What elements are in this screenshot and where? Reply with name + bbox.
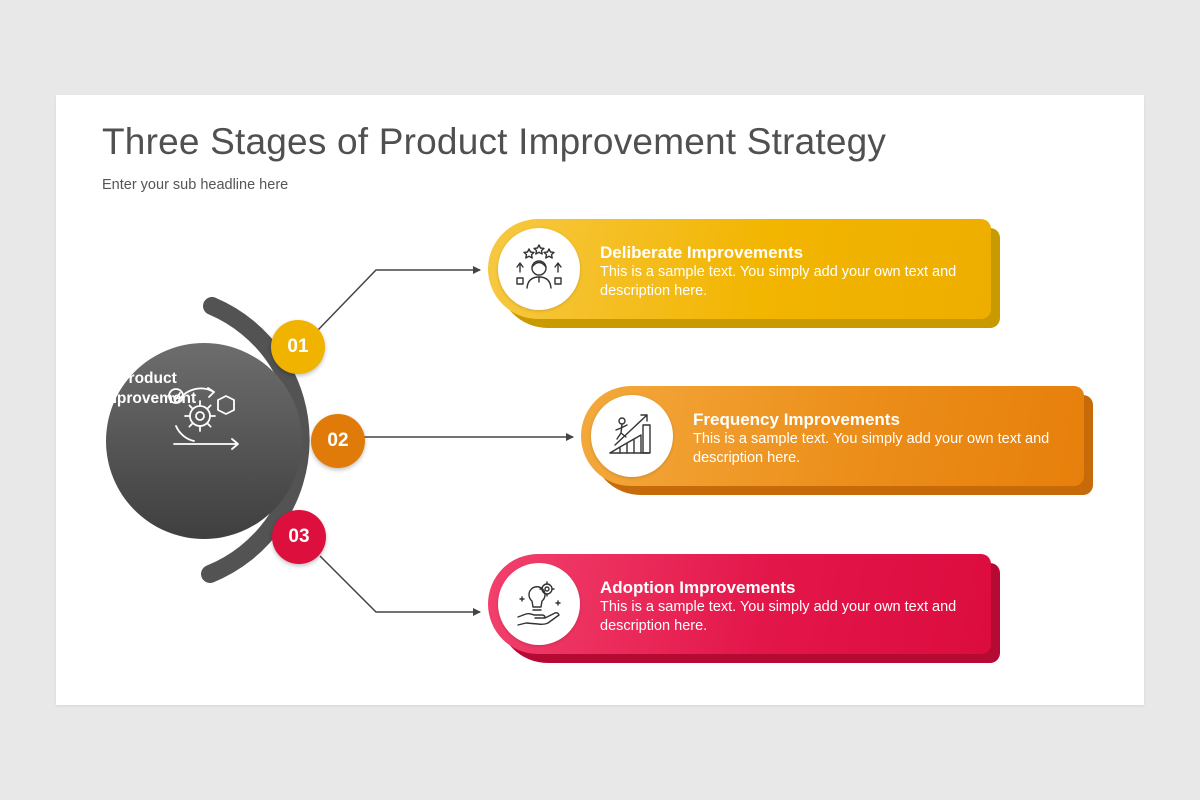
slide-title: Three Stages of Product Improvement Stra… <box>102 121 887 162</box>
stage-description: This is a sample text. You simply add yo… <box>600 599 957 634</box>
person-rating-stars-icon <box>516 244 562 289</box>
connector-line-3 <box>319 555 481 616</box>
slide-subtitle: Enter your sub headline here <box>102 177 289 193</box>
stage-title: Frequency Improvements <box>693 410 900 429</box>
stage-icon-circle <box>498 563 580 645</box>
stage-title: Deliberate Improvements <box>600 243 804 262</box>
climbing-growth-chart-icon <box>609 414 651 454</box>
hub-circle <box>106 343 302 539</box>
connector-line-1 <box>317 266 481 331</box>
stage-icon-circle <box>498 228 580 310</box>
stage-card-2: Frequency Improvements This is a sample … <box>581 386 1093 495</box>
stage-icon-circle <box>591 395 673 477</box>
hand-lightbulb-gear-icon <box>517 581 561 626</box>
stage-card-1: Deliberate Improvements This is a sample… <box>488 219 1000 328</box>
stage-description: This is a sample text. You simply add yo… <box>600 264 957 299</box>
stage-title: Adoption Improvements <box>600 578 796 597</box>
stage-description: This is a sample text. You simply add yo… <box>693 431 1050 466</box>
hub-label-line2: Improvement <box>98 390 197 407</box>
stage-number-badge-3: 03 <box>272 510 326 564</box>
hub-label: Product Improvement <box>90 369 205 409</box>
hub-label-line1: Product <box>118 370 177 387</box>
stage-number-badge-1: 01 <box>271 320 325 374</box>
stage-number-badge-2: 02 <box>311 414 365 468</box>
gear-cycle-icon <box>168 387 239 450</box>
stage-card-3: Adoption Improvements This is a sample t… <box>488 554 1000 663</box>
